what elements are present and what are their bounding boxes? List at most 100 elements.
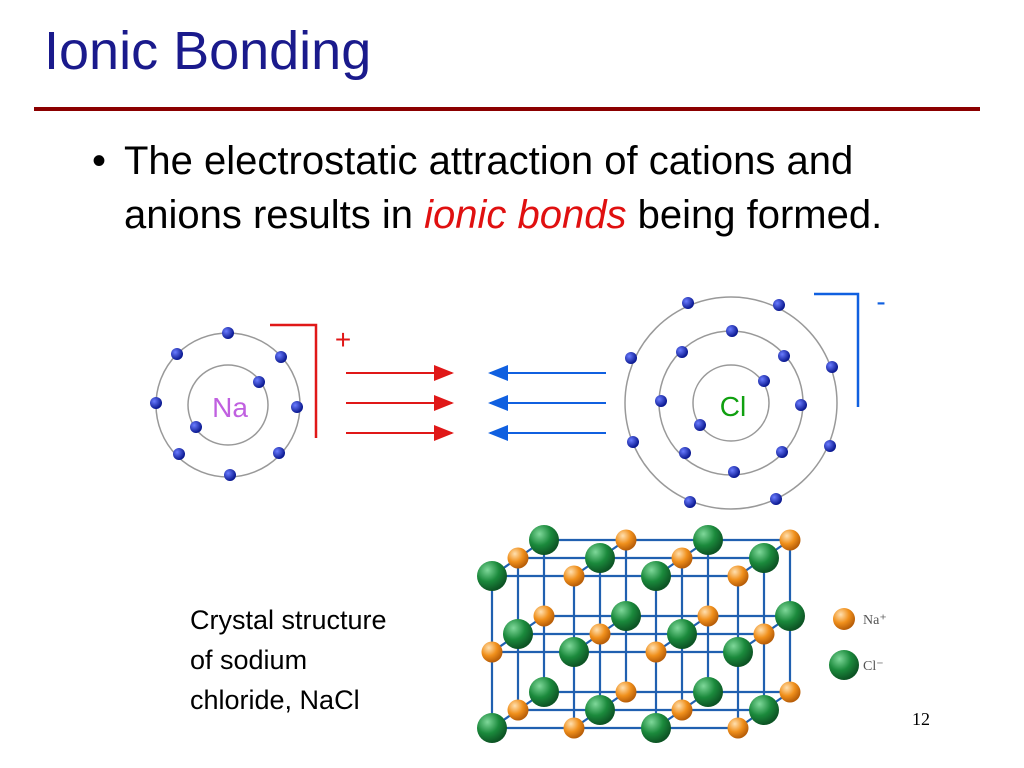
electron <box>795 399 807 411</box>
electron <box>679 447 691 459</box>
sodium-ion <box>507 699 529 721</box>
sodium-ion <box>563 565 585 587</box>
chloride-ion <box>749 695 779 725</box>
sodium-ion <box>645 641 667 663</box>
sodium-atom: Na <box>150 327 303 481</box>
sodium-ion <box>615 529 637 551</box>
chloride-ion <box>559 637 589 667</box>
electron <box>778 350 790 362</box>
title-divider <box>34 107 980 111</box>
chloride-ion <box>529 677 559 707</box>
chloride-ion <box>641 713 671 743</box>
ionic-bonds-emphasis: ionic bonds <box>424 193 627 237</box>
electron <box>275 351 287 363</box>
sodium-ion <box>727 717 749 739</box>
sodium-ion <box>589 623 611 645</box>
electron <box>627 436 639 448</box>
electron <box>758 375 770 387</box>
na-ion-legend-label: Na⁺ <box>863 613 887 628</box>
caption-line-1: Crystal structure <box>190 605 387 635</box>
nacl-crystal-lattice: Na⁺ Cl⁻ <box>477 525 887 743</box>
cl-inner-shell <box>692 364 770 442</box>
na-inner-shell <box>187 364 269 446</box>
chloride-ion <box>477 561 507 591</box>
electron <box>726 325 738 337</box>
sodium-ion <box>481 641 503 663</box>
chloride-ion <box>775 601 805 631</box>
na-ion-legend-swatch <box>833 608 855 630</box>
electron <box>150 397 162 409</box>
caption-line-3: chloride, NaCl <box>190 685 360 715</box>
bullet-text: The electrostatic attraction of cations … <box>124 134 994 242</box>
electron <box>173 448 185 460</box>
chloride-ion <box>585 695 615 725</box>
sodium-ion <box>507 547 529 569</box>
electron <box>826 361 838 373</box>
electron <box>682 297 694 309</box>
chloride-ion <box>529 525 559 555</box>
sodium-ion <box>727 565 749 587</box>
minus-charge: - <box>876 286 885 317</box>
sodium-ion <box>697 605 719 627</box>
sodium-ion <box>779 529 801 551</box>
sodium-ion <box>671 547 693 569</box>
electron <box>728 466 740 478</box>
electron <box>224 469 236 481</box>
electron <box>770 493 782 505</box>
sodium-ion <box>671 699 693 721</box>
electron <box>171 348 183 360</box>
lattice-atoms <box>477 525 805 743</box>
bullet-symbol: • <box>92 139 107 183</box>
cl-ion-legend-label: Cl⁻ <box>863 659 884 674</box>
sodium-ion <box>779 681 801 703</box>
chloride-ion <box>693 677 723 707</box>
chloride-ion <box>477 713 507 743</box>
chloride-ion <box>611 601 641 631</box>
electron <box>676 346 688 358</box>
chloride-ion <box>641 561 671 591</box>
electron <box>824 440 836 452</box>
chloride-ion <box>585 543 615 573</box>
cl-symbol: Cl <box>720 391 746 422</box>
sodium-ion <box>533 605 555 627</box>
chloride-ion <box>749 543 779 573</box>
na-symbol: Na <box>212 392 248 423</box>
plus-charge-bracket <box>270 323 318 438</box>
electron <box>773 299 785 311</box>
sodium-ion <box>753 623 775 645</box>
bullet-line-2-end: being formed. <box>626 193 883 237</box>
minus-charge-bracket <box>814 292 860 407</box>
chloride-ion <box>667 619 697 649</box>
electron <box>190 421 202 433</box>
electron <box>222 327 234 339</box>
caption-line-2: of sodium <box>190 645 308 675</box>
attraction-arrows-right <box>346 365 454 441</box>
electron <box>694 419 706 431</box>
bullet-line-1: The electrostatic attraction of cations … <box>124 139 854 183</box>
electron <box>684 496 696 508</box>
chloride-ion <box>723 637 753 667</box>
electron <box>776 446 788 458</box>
atom-diagram: Na + Cl <box>150 286 886 510</box>
bullet-line-2-start: anions results in <box>124 193 425 237</box>
electron <box>273 447 285 459</box>
bullet-line-2: anions results in ionic bonds being form… <box>124 188 994 242</box>
cl-ion-legend-swatch <box>829 650 859 680</box>
plus-charge: + <box>335 324 351 355</box>
sodium-ion <box>615 681 637 703</box>
sodium-ion <box>563 717 585 739</box>
chloride-ion <box>693 525 723 555</box>
page-number: 12 <box>912 709 930 729</box>
attraction-arrows-left <box>488 365 606 441</box>
cl-electrons <box>625 297 838 508</box>
cl-outer-shell <box>624 296 838 510</box>
crystal-legend: Na⁺ Cl⁻ <box>829 608 887 680</box>
chloride-ion <box>503 619 533 649</box>
na-electrons <box>150 327 303 481</box>
electron <box>625 352 637 364</box>
slide-title: Ionic Bonding <box>44 21 372 81</box>
electron <box>253 376 265 388</box>
chlorine-atom: Cl <box>624 296 838 510</box>
electron <box>291 401 303 413</box>
crystal-caption: Crystal structure of sodium chloride, Na… <box>190 600 387 720</box>
